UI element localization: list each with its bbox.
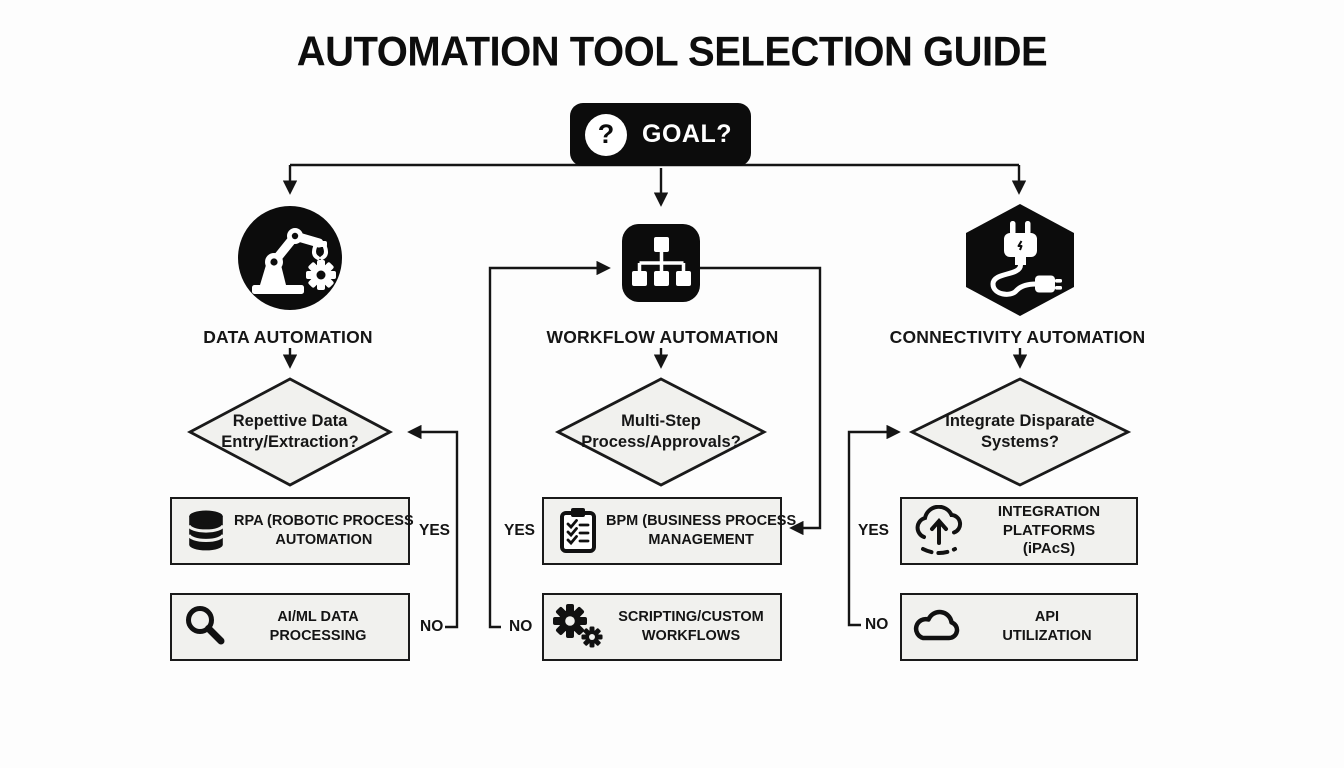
result-scripting-text: SCRIPTING/CUSTOM WORKFLOWS <box>618 609 764 644</box>
decision-data-entry: Repettive Data Entry/Extraction? <box>186 376 394 488</box>
branch-label-connectivity-automation: CONNECTIVITY AUTOMATION <box>889 327 1146 347</box>
cloud-upload-icon <box>910 505 966 557</box>
no-label-connectivity: NO <box>865 616 889 633</box>
yes-label-data: YES <box>419 522 451 539</box>
no-label-data: NO <box>420 618 444 635</box>
magnifier-icon <box>180 605 232 649</box>
branch-label-data-automation: DATA AUTOMATION <box>203 327 373 347</box>
branch-label-workflow-automation: WORKFLOW AUTOMATION <box>546 327 779 347</box>
decision-data-entry-text: Repettive Data Entry/Extraction? <box>221 411 359 451</box>
result-bpm: BPM (BUSINESS PROCESS MANAGEMENT <box>542 497 796 565</box>
result-scripting: SCRIPTING/CUSTOM WORKFLOWS <box>542 593 782 661</box>
question-mark-icon: ? <box>585 113 627 156</box>
cloud-icon <box>910 608 962 646</box>
result-api-utilization: API UTILIZATION <box>900 593 1138 661</box>
result-ai-ml: AI/ML DATA PROCESSING <box>170 593 410 661</box>
result-ai-ml-text: AI/ML DATA PROCESSING <box>269 609 367 644</box>
yes-label-workflow: YES <box>504 522 536 539</box>
page-title: AUTOMATION TOOL SELECTION GUIDE <box>296 29 1048 75</box>
database-icon <box>180 510 232 552</box>
decision-multi-step: Multi-Step Process/Approvals? <box>554 376 768 488</box>
gears-icon <box>552 602 606 652</box>
result-rpa: RPA (ROBOTIC PROCESS AUTOMATION <box>170 497 414 565</box>
decision-integrate-systems-text: Integrate Disparate Systems? <box>945 411 1095 451</box>
result-rpa-text: RPA (ROBOTIC PROCESS AUTOMATION <box>234 513 414 548</box>
result-bpm-text: BPM (BUSINESS PROCESS MANAGEMENT <box>606 513 797 548</box>
yes-label-connectivity: YES <box>858 522 890 539</box>
decision-multi-step-text: Multi-Step Process/Approvals? <box>581 411 741 451</box>
result-api-utilization-text: API UTILIZATION <box>1002 609 1092 644</box>
no-label-workflow: NO <box>509 618 533 635</box>
result-integration-platforms-text: INTEGRATION PLATFORMS (iPAcS) <box>997 502 1101 558</box>
decision-integrate-systems: Integrate Disparate Systems? <box>908 376 1132 488</box>
clipboard-checklist-icon <box>552 507 604 555</box>
goal-label: GOAL? <box>642 120 732 148</box>
question-glyph: ? <box>597 119 615 149</box>
plug-icon <box>964 202 1076 318</box>
goal-node: ? GOAL? <box>570 103 751 166</box>
org-chart-icon <box>622 224 700 302</box>
result-integration-platforms: INTEGRATION PLATFORMS (iPAcS) <box>900 497 1138 565</box>
robot-arm-icon <box>238 206 342 310</box>
